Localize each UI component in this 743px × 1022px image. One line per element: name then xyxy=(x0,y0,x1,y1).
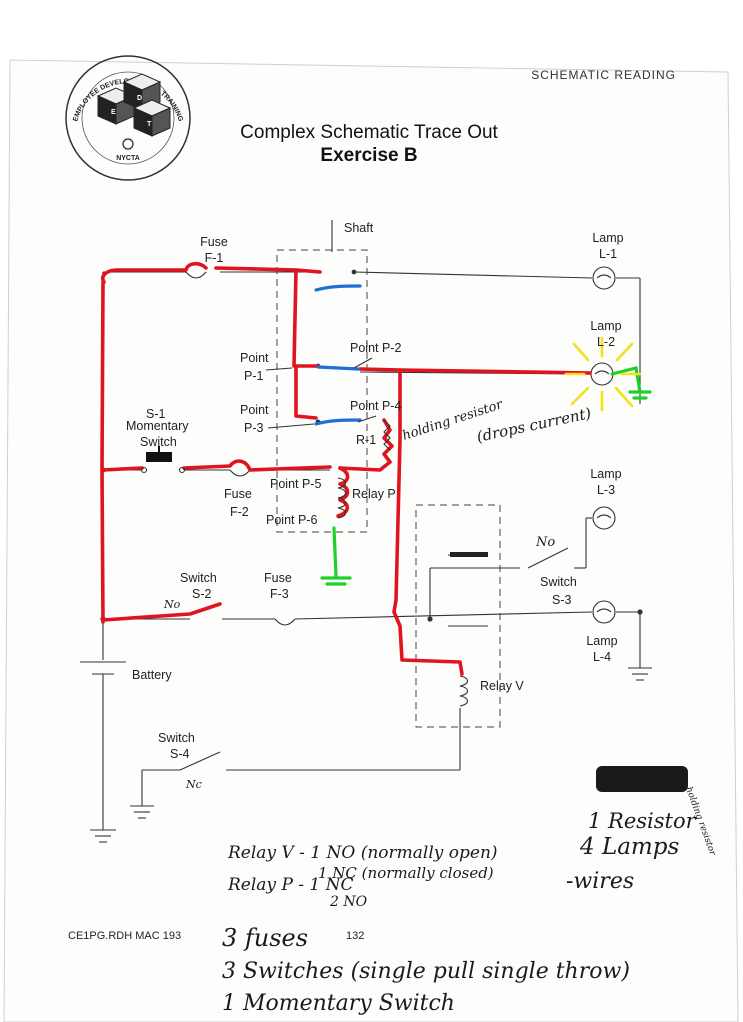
lamp-l4 xyxy=(592,600,616,624)
label-shaft: Shaft xyxy=(344,221,374,235)
label-momentary: Momentary xyxy=(126,419,189,433)
relay-p-coil xyxy=(337,477,347,519)
switch-s4-blade xyxy=(179,751,221,771)
label-switch-s3: S-3 xyxy=(552,593,572,607)
seal-tile-d: D xyxy=(137,95,142,102)
label-momentary-switch: Switch xyxy=(140,435,177,449)
trace-red-path xyxy=(100,261,592,676)
note-switches: 3 Switches (single pull single throw) xyxy=(222,959,630,984)
note-relay-v-line2: 1 NC (normally closed) xyxy=(318,864,494,882)
label-lamp-l1-title: Lamp xyxy=(592,231,623,245)
trace-green-grounds xyxy=(320,366,652,586)
footer-page-number: 132 xyxy=(346,930,364,942)
note-relay-p-line1: Relay P - 1 NC xyxy=(227,875,354,895)
label-lamp-l3: L-3 xyxy=(597,483,615,497)
note-no-s2: No xyxy=(163,598,181,611)
note-resistor-count: 1 Resistor xyxy=(588,809,698,833)
label-s1: S-1 xyxy=(146,407,166,421)
label-switch-s4-title: Switch xyxy=(158,731,195,745)
trace-blue-contacts xyxy=(314,284,362,426)
label-point-p5: Point P-5 xyxy=(270,477,321,491)
label-fuse-f3-title: Fuse xyxy=(264,571,292,585)
lamp-l1 xyxy=(592,266,616,290)
label-lamp-l4-title: Lamp xyxy=(586,634,617,648)
note-fuses: 3 fuses xyxy=(222,924,308,952)
page-subtitle: Exercise B xyxy=(320,145,417,166)
seal-bottom-text: NYCTA xyxy=(116,155,140,162)
label-point-p1: P-1 xyxy=(244,369,264,383)
label-r1: R-1 xyxy=(356,433,376,447)
scribbled-out-box xyxy=(596,766,688,792)
label-point-p2: Point P-2 xyxy=(350,341,401,355)
switch-s3-blade xyxy=(527,547,569,569)
note-nc-s4: Nc xyxy=(185,778,202,791)
schematic-labels: Shaft Fuse F-1 Lamp L-1 Lamp L-2 Lamp L-… xyxy=(126,221,624,761)
label-point-p4: Point P-4 xyxy=(350,399,401,413)
label-point-p3: P-3 xyxy=(244,421,264,435)
note-no-s3: No xyxy=(535,535,555,550)
label-lamp-l4: L-4 xyxy=(593,650,611,664)
page-title: Complex Schematic Trace Out xyxy=(240,122,498,143)
seal-m-icon xyxy=(122,138,134,150)
label-relay-v: Relay V xyxy=(480,679,524,693)
label-fuse-f2-title: Fuse xyxy=(224,487,252,501)
note-relay-p-line2: 2 NO xyxy=(329,894,368,910)
label-switch-s3-title: Switch xyxy=(540,575,577,589)
relay-v-housing xyxy=(415,504,501,728)
note-lamps-count: 4 Lamps xyxy=(579,834,679,860)
label-point-p6: Point P-6 xyxy=(266,513,317,527)
label-fuse-f1: F-1 xyxy=(205,251,224,265)
label-switch-s2: S-2 xyxy=(192,587,212,601)
label-switch-s4: S-4 xyxy=(170,747,190,761)
relay-p-housing xyxy=(276,220,368,533)
note-wires: -wires xyxy=(566,869,634,894)
note-relay-v-line1: Relay V - 1 NO (normally open) xyxy=(227,843,498,863)
seal-tile-e: E xyxy=(111,109,116,116)
fuse-f1-symbol xyxy=(185,271,207,279)
label-lamp-l2: L-2 xyxy=(597,335,615,349)
leader-arrows xyxy=(265,357,377,429)
footer-code: CE1PG.RDH MAC 193 xyxy=(68,930,181,942)
seal-tile-t: T xyxy=(147,121,152,128)
note-momentary-switch: 1 Momentary Switch xyxy=(222,991,455,1016)
momentary-switch-s1 xyxy=(140,446,186,474)
label-battery: Battery xyxy=(132,668,172,682)
label-point-p1-title: Point xyxy=(240,351,269,365)
label-lamp-l2-title: Lamp xyxy=(590,319,621,333)
resistor-r1 xyxy=(383,419,391,451)
label-point-p3-title: Point xyxy=(240,403,269,417)
relay-v-coil xyxy=(459,675,469,707)
seal-tiles: E D T xyxy=(96,73,172,137)
lamp-l3 xyxy=(592,506,616,530)
label-switch-s2-title: Switch xyxy=(180,571,217,585)
fuse-f3-symbol xyxy=(274,618,296,626)
lamp-l2-glow-icon xyxy=(564,336,642,412)
label-fuse-f3: F-3 xyxy=(270,587,289,601)
paper-sheet xyxy=(3,59,739,1022)
label-fuse-f2: F-2 xyxy=(230,505,249,519)
fuse-f2-symbol xyxy=(229,469,251,477)
label-lamp-l3-title: Lamp xyxy=(590,467,621,481)
label-relay-p: Relay P xyxy=(352,487,396,501)
relay-v-armature xyxy=(450,552,488,557)
label-lamp-l1: L-1 xyxy=(599,247,617,261)
section-header: SCHEMATIC READING xyxy=(531,68,676,82)
label-fuse-f1-title: Fuse xyxy=(200,235,228,249)
